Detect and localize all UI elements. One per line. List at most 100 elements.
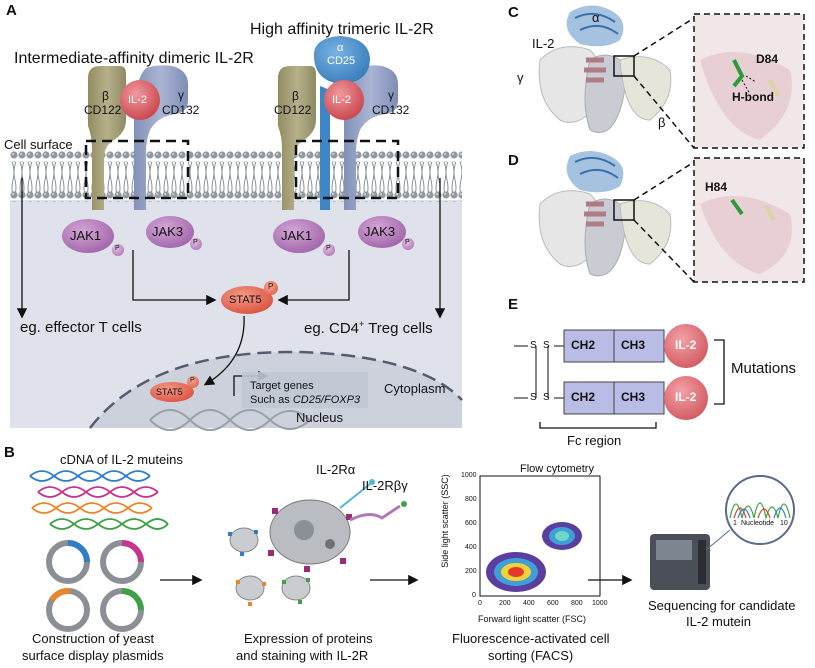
- panel-e-letter: E: [508, 296, 519, 313]
- jak3-right: [358, 216, 406, 248]
- y-tick-800: 800: [465, 496, 477, 503]
- alpha-label: α: [337, 42, 344, 54]
- jak1-right: [273, 219, 325, 253]
- step3-line1: Fluorescence-activated cell: [452, 631, 610, 646]
- beta-right: β: [292, 89, 299, 103]
- fc-il2-top: [664, 324, 708, 368]
- jak3-right-label: JAK3: [364, 224, 396, 239]
- target-genes-names: CD25/FOXP3: [292, 394, 361, 406]
- il2rbg-label: IL-2Rβγ: [362, 478, 408, 493]
- c-gamma: γ: [517, 70, 524, 85]
- panel-c-structure: [538, 5, 805, 149]
- panel-b-letter: B: [4, 444, 15, 461]
- ch3-bottom: CH3: [621, 390, 646, 404]
- step1-line2: surface display plasmids: [22, 648, 164, 663]
- facs-population-high: [542, 522, 582, 550]
- y-tick-400: 400: [465, 544, 477, 551]
- nucleus-label: Nucleus: [296, 410, 343, 425]
- target-genes-l2: Such as CD25/FOXP3: [250, 394, 360, 406]
- il2-bottom: IL-2: [675, 390, 697, 404]
- target-genes-prefix: Such as: [250, 394, 293, 406]
- dna-strands: [29, 470, 169, 530]
- target-genes-l1: Target genes: [250, 380, 314, 392]
- s-bot-right: S: [543, 392, 550, 403]
- il2-top: IL-2: [675, 338, 697, 352]
- jak1-left: [62, 219, 114, 253]
- panel-d-letter: D: [508, 152, 519, 169]
- il2-label-left: IL-2: [128, 94, 147, 106]
- mutations-label: Mutations: [731, 360, 797, 377]
- step1-line1: Construction of yeast: [32, 631, 155, 646]
- jak3-left: [146, 216, 194, 248]
- stat5-nucleus: [150, 382, 194, 402]
- panel-a-letter: A: [6, 2, 17, 19]
- stat5-label: STAT5: [229, 294, 262, 306]
- s-bot-left: S: [530, 392, 537, 403]
- facs-ylabel: Side light scatter (SSC): [439, 474, 450, 568]
- x-tick-600: 600: [547, 600, 559, 607]
- s-top-left: S: [530, 340, 537, 351]
- y-tick-0: 0: [472, 592, 476, 599]
- jak3-left-label: JAK3: [152, 224, 184, 239]
- panel-d-structure: [538, 151, 805, 283]
- il2-right: [324, 80, 364, 120]
- nucleotide-label: Nucleotide: [741, 520, 775, 527]
- ch3-top: CH3: [621, 338, 646, 352]
- c-beta: β: [658, 115, 666, 130]
- il2ra-label: IL-2Rα: [316, 462, 356, 477]
- cd132-right: CD132: [372, 103, 410, 117]
- cd132-left: CD132: [162, 103, 200, 117]
- nucleotide-end: 10: [780, 520, 788, 527]
- il2-label-right: IL-2: [332, 94, 351, 106]
- x-tick-1000: 1000: [592, 600, 608, 607]
- x-tick-0: 0: [478, 600, 482, 607]
- step4-line1: Sequencing for candidate: [648, 598, 796, 613]
- x-tick-800: 800: [571, 600, 583, 607]
- title-trimeric-il2r: High affinity trimeric IL-2R: [250, 21, 434, 38]
- step2-line2: and staining with IL-2R: [236, 648, 369, 663]
- beta-left: β: [102, 89, 109, 103]
- cytoplasm-label: Cytoplasm: [384, 381, 446, 396]
- treg-sup: +: [359, 319, 365, 329]
- cdna-label: cDNA of IL-2 muteins: [60, 452, 183, 467]
- il2-left: [120, 80, 160, 120]
- cd122-left: CD122: [84, 103, 122, 117]
- nucleotide-start: 1: [733, 520, 737, 527]
- s-top-right: S: [543, 340, 550, 351]
- p-jak1-left: P: [115, 245, 120, 252]
- stat5-nucleus-label: STAT5: [156, 387, 183, 397]
- gamma-left: γ: [178, 88, 184, 102]
- x-tick-200: 200: [499, 600, 511, 607]
- y-tick-200: 200: [465, 568, 477, 575]
- gamma-right: γ: [388, 88, 394, 102]
- cell-surface-label: Cell surface: [4, 137, 73, 152]
- treg-cells: eg. CD4+ Treg cells: [304, 319, 433, 337]
- c-alpha: α: [592, 10, 600, 25]
- p-stat5-nucleus: P: [190, 377, 195, 384]
- c-hbond: H-bond: [732, 90, 774, 104]
- stat5-cytoplasm: [221, 286, 273, 314]
- x-tick-400: 400: [523, 600, 535, 607]
- effector-t-cells: eg. effector T cells: [20, 319, 142, 336]
- treg-suffix: Treg cells: [364, 320, 433, 337]
- step4-line2: IL-2 mutein: [686, 614, 752, 629]
- panel-a-diagram: [10, 36, 463, 431]
- p-jak1-right: P: [326, 245, 331, 252]
- panel-c-letter: C: [508, 4, 519, 21]
- step3-line2: sorting (FACS): [488, 648, 574, 663]
- treg-prefix: eg. CD4: [304, 320, 360, 337]
- d-h84: H84: [705, 180, 728, 194]
- jak1-right-label: JAK1: [281, 228, 313, 243]
- fc-region-label: Fc region: [567, 433, 622, 448]
- p-jak3-left: P: [193, 239, 198, 246]
- c-d84: D84: [756, 52, 779, 66]
- p-jak3-right: P: [405, 239, 410, 246]
- c-il2: IL-2: [532, 36, 555, 51]
- panel-e-fc-diagram: [514, 324, 725, 429]
- jak1-left-label: JAK1: [70, 228, 102, 243]
- facs-population-low: [486, 552, 546, 592]
- facs-xlabel: Forward light scatter (FSC): [478, 614, 587, 624]
- cd122-right: CD122: [274, 103, 312, 117]
- ch2-top: CH2: [571, 338, 596, 352]
- fc-il2-bottom: [664, 376, 708, 420]
